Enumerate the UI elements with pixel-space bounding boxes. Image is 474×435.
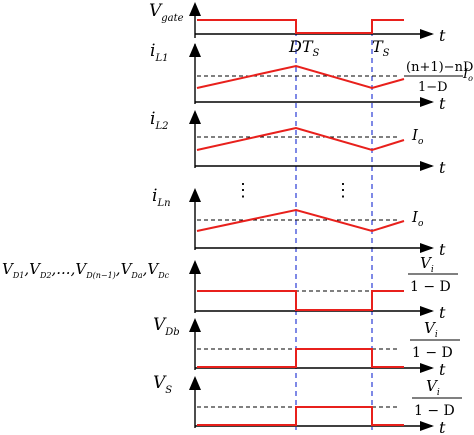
dts-marker-label: DTS xyxy=(288,37,320,59)
il1-plot: iL1 t (n+1)−nD 1−D Io xyxy=(150,41,473,113)
vgate-label: Vgate xyxy=(149,1,184,24)
vdb-plot: VDb t Vi 1 − D xyxy=(153,315,460,379)
il1-ref-denominator: 1−D xyxy=(418,80,448,95)
vs-waveform xyxy=(197,406,404,426)
vd-vi-numerator: Vi xyxy=(420,254,434,275)
vs-plot: VS t Vi 1 − D xyxy=(153,373,462,435)
vs-y-arrow xyxy=(189,376,201,390)
il1-ref-multiplier: Io xyxy=(462,67,473,83)
il2-plot: iL2 t Io xyxy=(150,109,446,177)
vs-vi-numerator: Vi xyxy=(426,377,440,398)
vgate-x-arrow xyxy=(420,29,434,39)
vd-x-arrow xyxy=(420,306,434,316)
il2-y-arrow xyxy=(189,110,201,124)
il1-label: iL1 xyxy=(150,41,168,64)
vgate-waveform xyxy=(197,19,404,34)
vdb-label: VDb xyxy=(153,315,180,338)
vd-vi-denominator: 1 − D xyxy=(410,279,451,295)
iln-waveform xyxy=(196,208,405,233)
vs-label: VS xyxy=(153,373,172,396)
vd-t-label: t xyxy=(439,303,446,322)
vgate-plot: Vgate t xyxy=(149,1,446,45)
iln-t-label: t xyxy=(439,240,446,259)
il2-io-label: Io xyxy=(411,126,424,147)
vdb-x-arrow xyxy=(420,363,434,373)
vdb-vi-denominator: 1 − D xyxy=(412,345,453,361)
iln-y-arrow xyxy=(189,188,201,202)
vdb-vi-numerator: Vi xyxy=(424,319,438,340)
ts-marker-label: TS xyxy=(372,37,390,59)
ellipsis-dots-right: ⋮ xyxy=(334,180,352,201)
vs-vi-denominator: 1 − D xyxy=(414,403,455,419)
il1-y-arrow xyxy=(189,43,201,57)
vgate-t-label: t xyxy=(439,26,446,45)
vd-waveform xyxy=(197,290,404,311)
vd-y-arrow xyxy=(189,260,201,274)
iln-label: iLn xyxy=(152,186,171,209)
il1-waveform xyxy=(196,64,405,90)
il2-label: iL2 xyxy=(150,109,168,132)
ellipsis-dots-left: ⋮ xyxy=(234,180,252,201)
iln-io-label: Io xyxy=(411,208,424,229)
vdb-waveform xyxy=(197,348,404,368)
il2-x-arrow xyxy=(420,161,434,171)
vd-plot: VD1,VD2,...,VD(n−1),VDa,VDc t Vi 1 − D xyxy=(2,254,458,322)
il2-t-label: t xyxy=(439,158,446,177)
vdb-t-label: t xyxy=(439,360,446,379)
il1-ref-numerator: (n+1)−nD xyxy=(406,60,473,75)
vs-x-arrow xyxy=(420,421,434,431)
vgate-y-arrow xyxy=(189,2,201,16)
iln-plot: iLn t Io xyxy=(152,186,446,259)
vd-label: VD1,VD2,...,VD(n−1),VDa,VDc xyxy=(2,260,170,280)
vs-t-label: t xyxy=(439,418,446,435)
iln-x-arrow xyxy=(420,243,434,253)
il1-t-label: t xyxy=(439,94,446,113)
il1-x-arrow xyxy=(420,97,434,107)
il2-waveform xyxy=(196,126,405,152)
vdb-y-arrow xyxy=(189,318,201,332)
